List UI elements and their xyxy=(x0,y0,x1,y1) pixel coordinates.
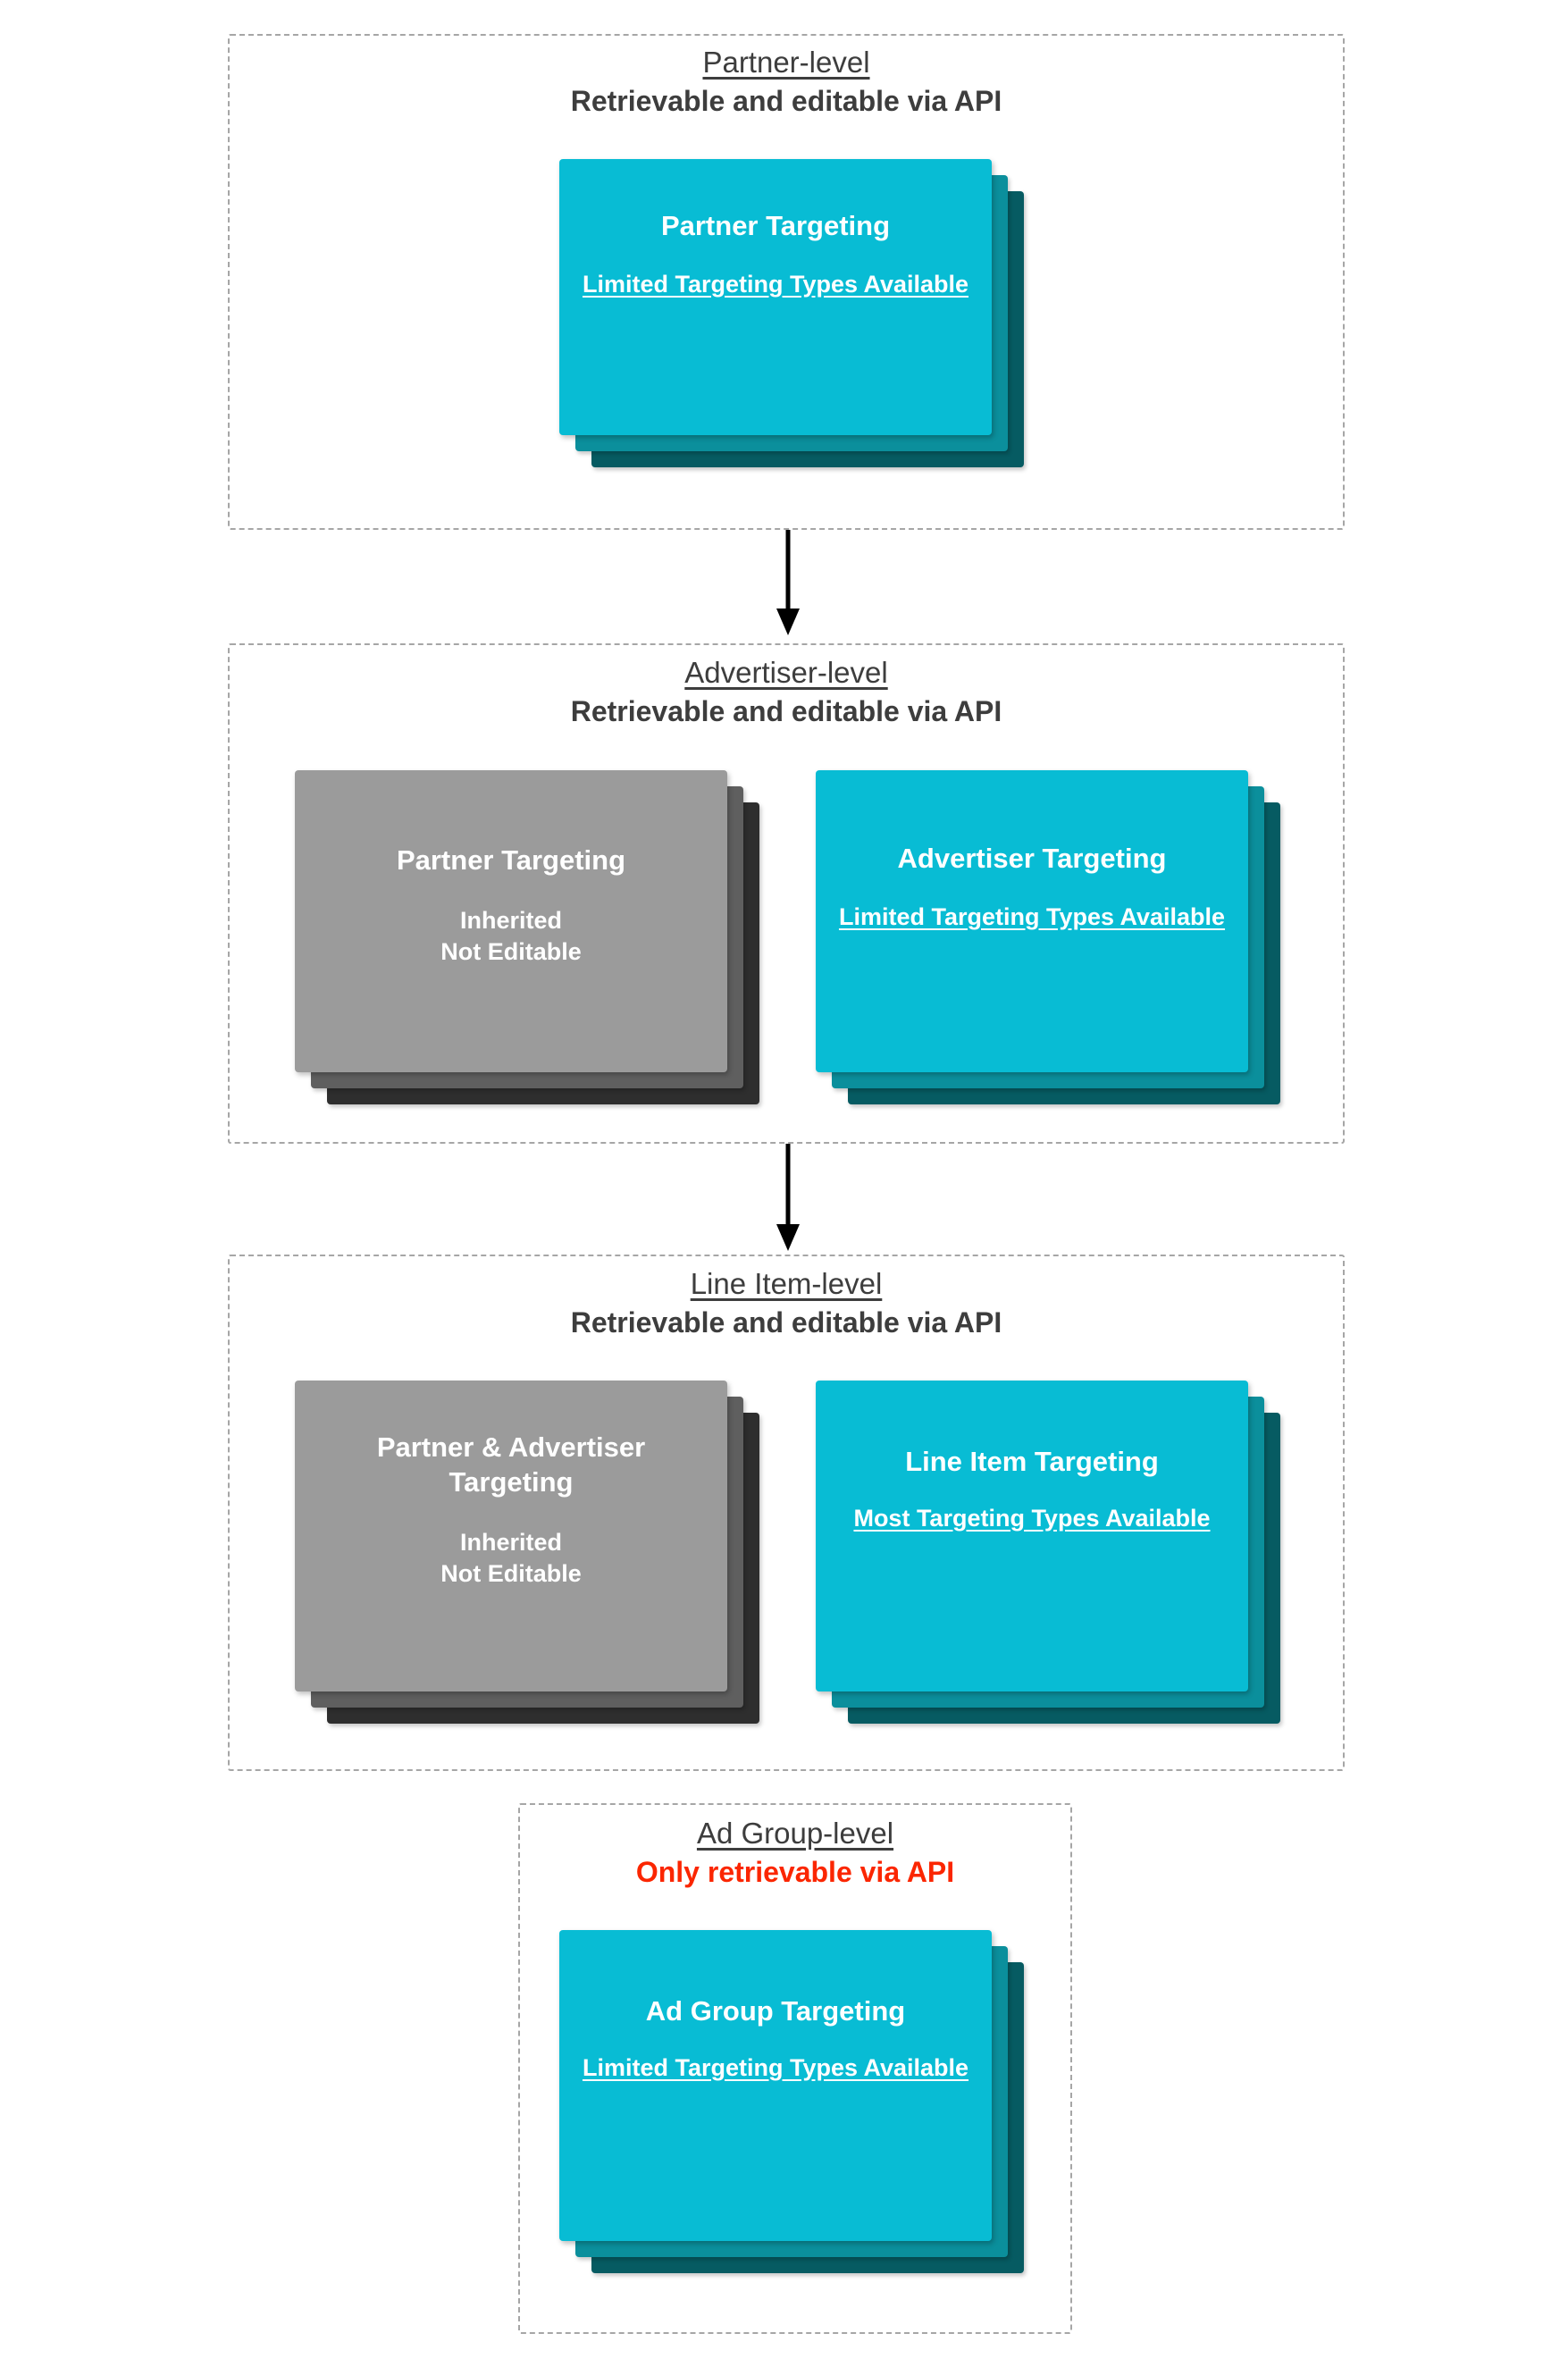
card-title: Advertiser Targeting xyxy=(897,843,1167,874)
card-note: Limited Targeting Types Available xyxy=(838,902,1226,930)
card-stack-advertiser-inherited[interactable]: Partner Targeting Inherited Not Editable xyxy=(295,770,759,1119)
level-subtitle-ad-group: Only retrievable via API xyxy=(635,1856,955,1889)
card-face-advertiser-targeting[interactable]: Advertiser Targeting Limited Targeting T… xyxy=(816,770,1248,1072)
level-heading-ad-group: Ad Group-level Only retrievable via API xyxy=(518,1816,1072,1890)
card-title: Partner Targeting xyxy=(396,844,626,876)
level-frame-advertiser xyxy=(228,643,1345,1144)
level-subtitle-advertiser: Retrievable and editable via API xyxy=(570,695,1002,728)
card-title: Partner Targeting xyxy=(660,210,891,241)
level-heading-line-item: Line Item-level Retrievable and editable… xyxy=(228,1266,1345,1340)
card-face-ad-group-targeting[interactable]: Ad Group Targeting Limited Targeting Typ… xyxy=(559,1930,992,2241)
card-stack-partner-targeting[interactable]: Partner Targeting Limited Targeting Type… xyxy=(559,159,1024,467)
level-heading-advertiser: Advertiser-level Retrievable and editabl… xyxy=(228,655,1345,729)
card-title: Ad Group Targeting xyxy=(645,1995,906,2027)
card-face-partner-targeting[interactable]: Partner Targeting Limited Targeting Type… xyxy=(559,159,992,435)
card-title: Partner & Advertiser Targeting xyxy=(376,1431,646,1498)
level-frame-line-item xyxy=(228,1255,1345,1771)
level-subtitle-partner: Retrievable and editable via API xyxy=(570,85,1002,118)
connector-partner-to-advertiser xyxy=(770,530,806,637)
card-stack-ad-group-targeting[interactable]: Ad Group Targeting Limited Targeting Typ… xyxy=(559,1930,1024,2287)
connector-advertiser-to-line-item xyxy=(770,1144,806,1253)
card-note: Most Targeting Types Available xyxy=(853,1504,1211,1532)
level-title-partner: Partner-level xyxy=(702,46,870,79)
card-note: Limited Targeting Types Available xyxy=(582,2053,969,2081)
card-stack-advertiser-targeting[interactable]: Advertiser Targeting Limited Targeting T… xyxy=(816,770,1280,1119)
level-heading-partner: Partner-level Retrievable and editable v… xyxy=(228,45,1345,119)
card-face-partner-advertiser-targeting-inherited[interactable]: Partner & Advertiser Targeting Inherited… xyxy=(295,1381,727,1691)
level-subtitle-line-item: Retrievable and editable via API xyxy=(570,1306,1002,1339)
level-title-advertiser: Advertiser-level xyxy=(684,656,888,689)
level-frame-ad-group xyxy=(518,1803,1072,2334)
card-note: Inherited Not Editable xyxy=(440,1528,582,1587)
card-note: Inherited Not Editable xyxy=(440,906,582,965)
card-title: Line Item Targeting xyxy=(905,1446,1159,1477)
level-frame-partner xyxy=(228,34,1345,530)
card-face-line-item-targeting[interactable]: Line Item Targeting Most Targeting Types… xyxy=(816,1381,1248,1691)
card-stack-line-item-inherited[interactable]: Partner & Advertiser Targeting Inherited… xyxy=(295,1381,759,1738)
level-title-ad-group: Ad Group-level xyxy=(696,1817,894,1850)
card-face-partner-targeting-inherited[interactable]: Partner Targeting Inherited Not Editable xyxy=(295,770,727,1072)
card-note: Limited Targeting Types Available xyxy=(582,270,969,298)
level-title-line-item: Line Item-level xyxy=(690,1267,883,1300)
card-stack-line-item-targeting[interactable]: Line Item Targeting Most Targeting Types… xyxy=(816,1381,1280,1738)
